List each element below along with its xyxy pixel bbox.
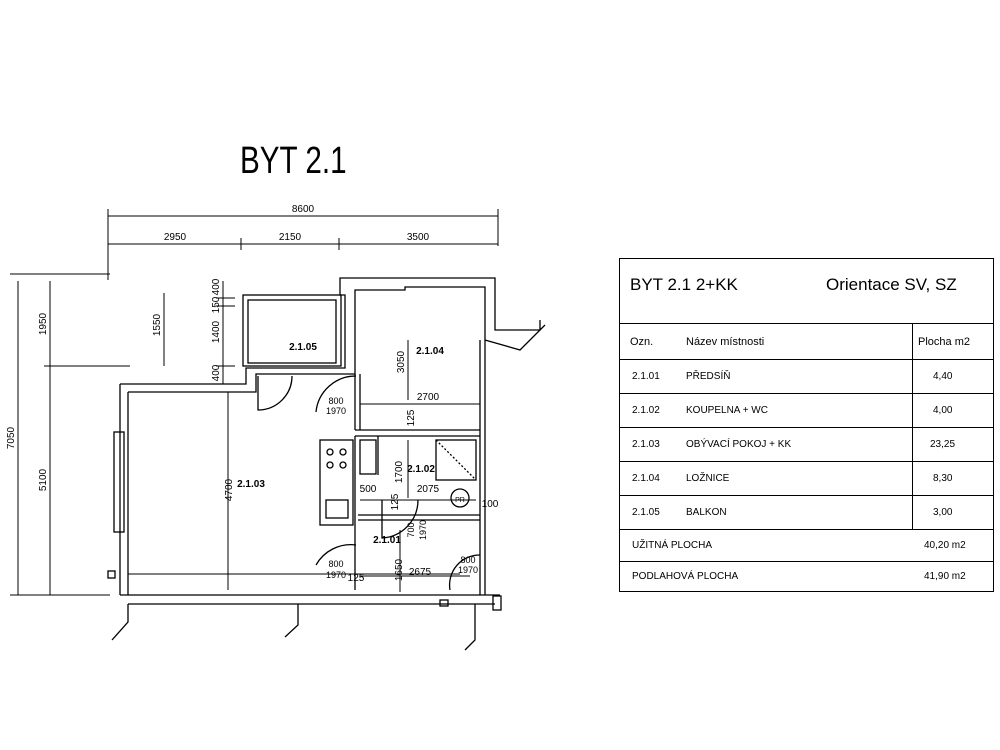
room-label-hall: 2.1.01 [373, 535, 401, 546]
entrance-marker [439, 599, 449, 607]
room-code: 2.1.03 [632, 439, 660, 450]
door-label-width: 700 [406, 522, 416, 537]
toilet-circle [450, 488, 470, 508]
room-label-living: 2.1.03 [237, 479, 265, 490]
left-window [113, 431, 125, 533]
dim-150: 150 [211, 296, 222, 313]
dim-width-3: 3500 [407, 232, 430, 243]
dim-living-height: 4700 [224, 478, 235, 501]
door-arc-entrance [448, 554, 481, 591]
door-arc-bathroom [381, 499, 419, 539]
legend-header-title: BYT 2.1 2+KK [630, 275, 738, 294]
room-label-bathroom: 2.1.02 [407, 464, 435, 475]
shower-tray [435, 439, 477, 481]
floor-plan: 8600 2950 2150 3500 7050 1950 5100 1550 … [6, 204, 546, 651]
room-code: 2.1.05 [632, 507, 660, 518]
dim-1650: 1650 [394, 558, 405, 581]
room-area: 4,00 [933, 405, 953, 416]
legend-orientation: Orientace SV, SZ [826, 275, 957, 294]
fixture-label-pr: PR [455, 497, 465, 504]
room-area: 3,00 [933, 507, 953, 518]
room-code: 2.1.02 [632, 405, 660, 416]
usable-area-value: 40,20 m2 [924, 540, 966, 551]
kitchen-counter [319, 439, 354, 526]
legend-col-area: Plocha m2 [918, 335, 970, 348]
hob-ring-2 [339, 448, 347, 456]
dim-balcony-depth: 1550 [152, 313, 163, 336]
legend-room-row: 2.1.03 OBÝVACÍ POKOJ + KK 23,25 [620, 427, 993, 461]
room-name: LOŽNICE [686, 473, 730, 484]
exterior-wall-top-inner [128, 286, 546, 393]
exterior-wall-top [120, 277, 541, 385]
door-label-width: 800 [328, 396, 343, 406]
socket [107, 570, 116, 579]
dim-bedroom-width: 2700 [417, 392, 440, 403]
room-label-bedroom: 2.1.04 [416, 346, 444, 357]
dim-total-width: 8600 [292, 204, 315, 215]
dim-400-top: 400 [211, 278, 222, 295]
dim-height-1: 1950 [38, 312, 49, 335]
legend-usable-area-row: UŽITNÁ PLOCHA 40,20 m2 [620, 529, 993, 561]
room-code: 2.1.01 [632, 371, 660, 382]
door-label-width: 800 [460, 555, 475, 565]
dim-2075: 2075 [417, 484, 440, 495]
room-area: 4,40 [933, 371, 953, 382]
legend-col-name: Název místnosti [686, 335, 765, 348]
hob-ring-4 [339, 461, 347, 469]
stair-marker [492, 595, 502, 611]
room-name: PŘEDSÍŇ [686, 371, 731, 382]
legend-room-row: 2.1.04 LOŽNICE 8,30 [620, 461, 993, 495]
room-name: KOUPELNA + WC [686, 405, 768, 416]
plan-title: BYT 2.1 [240, 140, 347, 182]
dim-400-bottom: 400 [211, 364, 222, 381]
dim-500: 500 [360, 484, 377, 495]
dim-1700: 1700 [394, 460, 405, 483]
room-label-balcony: 2.1.05 [289, 342, 317, 353]
legend-room-row: 2.1.02 KOUPELNA + WC 4,00 [620, 393, 993, 427]
legend-column-divider [912, 323, 913, 529]
door-arc-balcony [257, 375, 293, 411]
usable-area-label: UŽITNÁ PLOCHA [632, 540, 713, 551]
floor-area-label: PODLAHOVÁ PLOCHA [632, 571, 739, 582]
legend-column-header-row: Ozn. Název místnosti Plocha m2 [620, 323, 993, 359]
dim-total-height: 7050 [6, 426, 17, 449]
dim-width-1: 2950 [164, 232, 187, 243]
door-label-height: 1970 [326, 406, 346, 416]
room-area: 8,30 [933, 473, 953, 484]
room-legend-table: BYT 2.1 2+KK Orientace SV, SZ Ozn. Název… [619, 258, 994, 592]
floor-area-value: 41,90 m2 [924, 571, 966, 582]
dim-100: 100 [482, 499, 499, 510]
dim-125-b: 125 [390, 493, 401, 510]
hob-ring-3 [326, 461, 334, 469]
door-arc-living [315, 544, 357, 566]
legend-room-row: 2.1.05 BALKON 3,00 [620, 495, 993, 529]
balcony-outline [242, 294, 342, 367]
dim-125-c: 125 [348, 573, 365, 584]
washbasin [359, 439, 377, 475]
kitchen-sink [325, 499, 349, 519]
dim-2675: 2675 [409, 567, 432, 578]
legend-col-code: Ozn. [630, 335, 654, 348]
door-label-height: 1970 [326, 570, 346, 580]
room-name: OBÝVACÍ POKOJ + KK [686, 439, 792, 450]
dim-1400: 1400 [211, 320, 222, 343]
room-name: BALKON [686, 507, 727, 518]
dim-125-a: 125 [406, 409, 417, 426]
door-label-width: 800 [328, 559, 343, 569]
door-label-height: 1970 [458, 565, 478, 575]
legend-floor-area-row: PODLAHOVÁ PLOCHA 41,90 m2 [620, 561, 993, 591]
dim-bedroom-height: 3050 [396, 350, 407, 373]
dim-height-2: 5100 [38, 468, 49, 491]
room-area: 23,25 [930, 439, 956, 450]
door-arc-bedroom [315, 375, 357, 413]
balcony-inner [247, 299, 337, 364]
door-label-height: 1970 [418, 520, 428, 540]
hob-ring-1 [326, 448, 334, 456]
legend-room-row: 2.1.01 PŘEDSÍŇ 4,40 [620, 359, 993, 393]
dim-width-2: 2150 [279, 232, 302, 243]
room-code: 2.1.04 [632, 473, 660, 484]
